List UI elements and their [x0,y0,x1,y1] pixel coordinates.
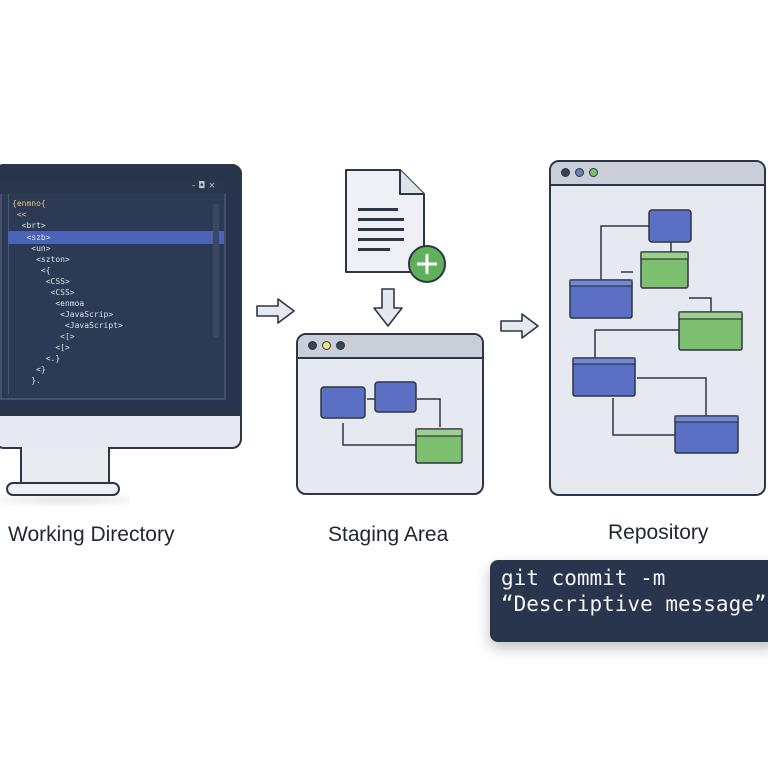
terminal-command-line: git commit -m [501,566,666,590]
code-line: <[> [12,343,70,352]
code-line: <{ [12,266,51,275]
code-line: <enmoa [12,299,85,308]
arrow-down-icon [373,288,403,327]
code-line: <brt> [12,221,46,230]
code-line: <szb> [12,233,51,242]
editor-highlighted-line [8,231,224,244]
repository-window [549,160,766,496]
window-dot [336,341,345,350]
code-line: <JavaScript> [12,321,123,330]
editor-titlebar [0,180,226,194]
code-line: }. [12,376,41,385]
code-line: <CSS> [12,288,75,297]
code-line: <[> [12,332,75,341]
arrow-right-icon [500,313,539,339]
window-dot [322,341,331,350]
window-dot [589,168,598,177]
monitor-base [6,482,120,496]
terminal-message-line: “Descriptive message” [501,592,767,616]
plus-icon [408,245,446,283]
label-repository: Repository [608,521,709,544]
staging-graph [320,381,463,464]
label-staging-area: Staging Area [328,523,449,546]
staging-area-window [296,333,484,495]
code-line: <JavaScrip> [12,310,114,319]
editor-scrollbar[interactable] [213,204,219,338]
code-line: <CSS> [12,277,70,286]
window-dot [575,168,584,177]
window-dot [561,168,570,177]
arrow-right-icon [256,298,295,324]
code-line: <} [12,365,46,374]
monitor-stand [20,447,110,485]
editor-gutter [0,194,9,394]
code-line: << [12,210,27,219]
terminal-panel [490,560,768,642]
editor-window-controls[interactable]: - ◘ × [192,181,216,191]
repository-graph [569,209,743,454]
window-dot [308,341,317,350]
monitor-shadow [0,494,130,506]
code-line: <un> [12,244,51,253]
window-titlebar [298,335,482,359]
document-icon [345,169,425,273]
window-titlebar [551,162,764,186]
code-line: {enmno{ [12,199,46,208]
code-line: <.} [12,354,61,363]
label-working-directory: Working Directory [8,523,175,546]
code-line: <szton> [12,255,70,264]
